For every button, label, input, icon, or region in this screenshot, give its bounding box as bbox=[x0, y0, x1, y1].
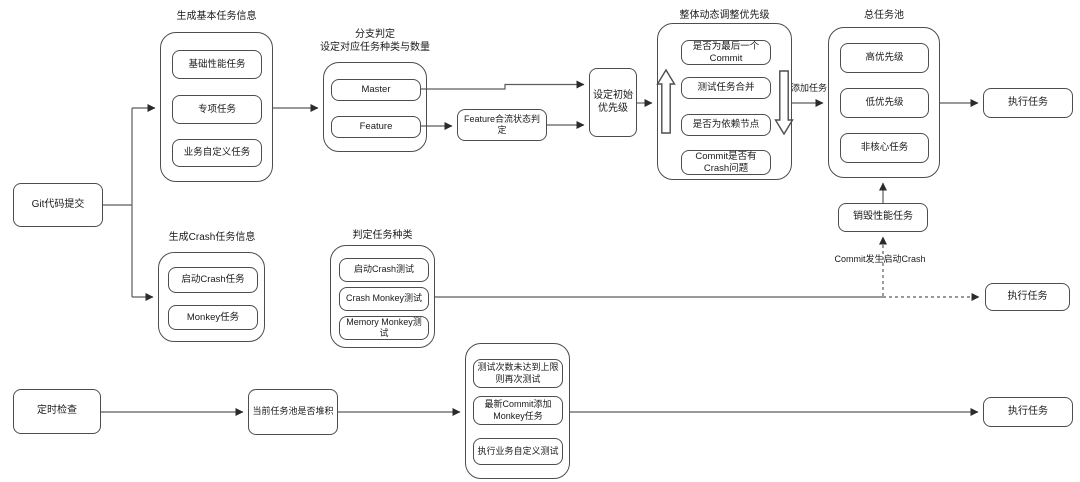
item-retest-2: 执行业务自定义测试 bbox=[473, 438, 563, 465]
group-title-task-type-judge: 判定任务种类 bbox=[352, 230, 413, 241]
group-branch-judge: Master Feature bbox=[323, 62, 427, 152]
node-timed-check: 定时检查 bbox=[13, 389, 101, 434]
group-task-pool: 高优先级 低优先级 非核心任务 bbox=[828, 27, 940, 178]
item-judge-1: Crash Monkey测试 bbox=[339, 287, 429, 311]
edge-label-add-task: 添加任务 bbox=[790, 83, 827, 93]
group-title-crash-tasks: 生成Crash任务信息 bbox=[168, 232, 256, 243]
group-title-dynamic-adjust: 整体动态调整优先级 bbox=[679, 10, 770, 21]
item-adjust-0: 是否为最后一个Commit bbox=[681, 40, 771, 65]
item-adjust-3: Commit是否有Crash问题 bbox=[681, 150, 771, 175]
node-execute-task-top: 执行任务 bbox=[983, 88, 1073, 118]
group-crash-tasks: 启动Crash任务 Monkey任务 bbox=[158, 252, 265, 342]
group-title-branch-judge: 分支判定 设定对应任务种类与数量 bbox=[310, 28, 440, 54]
item-retest-1: 最新Commit添加Monkey任务 bbox=[473, 396, 563, 425]
item-retest-0: 测试次数未达到上限则再次测试 bbox=[473, 359, 563, 388]
item-judge-0: 启动Crash测试 bbox=[339, 258, 429, 282]
item-pool-noncore: 非核心任务 bbox=[840, 133, 929, 163]
node-destroy-perf-task: 销毁性能任务 bbox=[838, 203, 928, 232]
item-crash-tasks-1: Monkey任务 bbox=[168, 305, 258, 330]
group-task-type-judge: 启动Crash测试 Crash Monkey测试 Memory Monkey测试 bbox=[330, 245, 435, 348]
node-execute-task-bottom: 执行任务 bbox=[983, 397, 1073, 427]
item-basic-tasks-1: 专项任务 bbox=[172, 95, 262, 124]
group-basic-tasks: 基础性能任务 专项任务 业务自定义任务 bbox=[160, 32, 273, 182]
item-adjust-2: 是否为依赖节点 bbox=[681, 114, 771, 136]
item-basic-tasks-2: 业务自定义任务 bbox=[172, 139, 262, 167]
node-pool-backlog-check: 当前任务池是否堆积 bbox=[248, 389, 338, 435]
branch-judge-title-line2: 设定对应任务种类与数量 bbox=[320, 42, 430, 53]
branch-judge-title-line1: 分支判定 bbox=[355, 29, 395, 40]
group-title-task-pool: 总任务池 bbox=[864, 10, 904, 21]
item-pool-high-priority: 高优先级 bbox=[840, 43, 929, 73]
item-adjust-1: 测试任务合并 bbox=[681, 77, 771, 99]
edge-label-commit-startup-crash: Commit发生启动Crash bbox=[834, 254, 926, 264]
edge-master-to-priority bbox=[420, 80, 585, 90]
group-title-basic-tasks: 生成基本任务信息 bbox=[176, 11, 257, 22]
item-judge-2: Memory Monkey测试 bbox=[339, 316, 429, 340]
item-basic-tasks-0: 基础性能任务 bbox=[172, 50, 262, 79]
node-feature-merge-check: Feature合流状态判定 bbox=[457, 109, 547, 141]
node-git-commit: Git代码提交 bbox=[13, 183, 103, 227]
item-crash-tasks-0: 启动Crash任务 bbox=[168, 267, 258, 293]
node-execute-task-middle: 执行任务 bbox=[985, 283, 1070, 311]
edge-git-branch-tee bbox=[103, 108, 133, 297]
group-retest: 测试次数未达到上限则再次测试 最新Commit添加Monkey任务 执行业务自定… bbox=[465, 343, 570, 479]
item-branch-feature: Feature bbox=[331, 116, 421, 138]
item-pool-low-priority: 低优先级 bbox=[840, 88, 929, 118]
group-dynamic-adjust: 是否为最后一个Commit 测试任务合并 是否为依赖节点 Commit是否有Cr… bbox=[657, 23, 792, 180]
node-set-initial-priority: 设定初始优先级 bbox=[589, 68, 637, 137]
item-branch-master: Master bbox=[331, 79, 421, 101]
